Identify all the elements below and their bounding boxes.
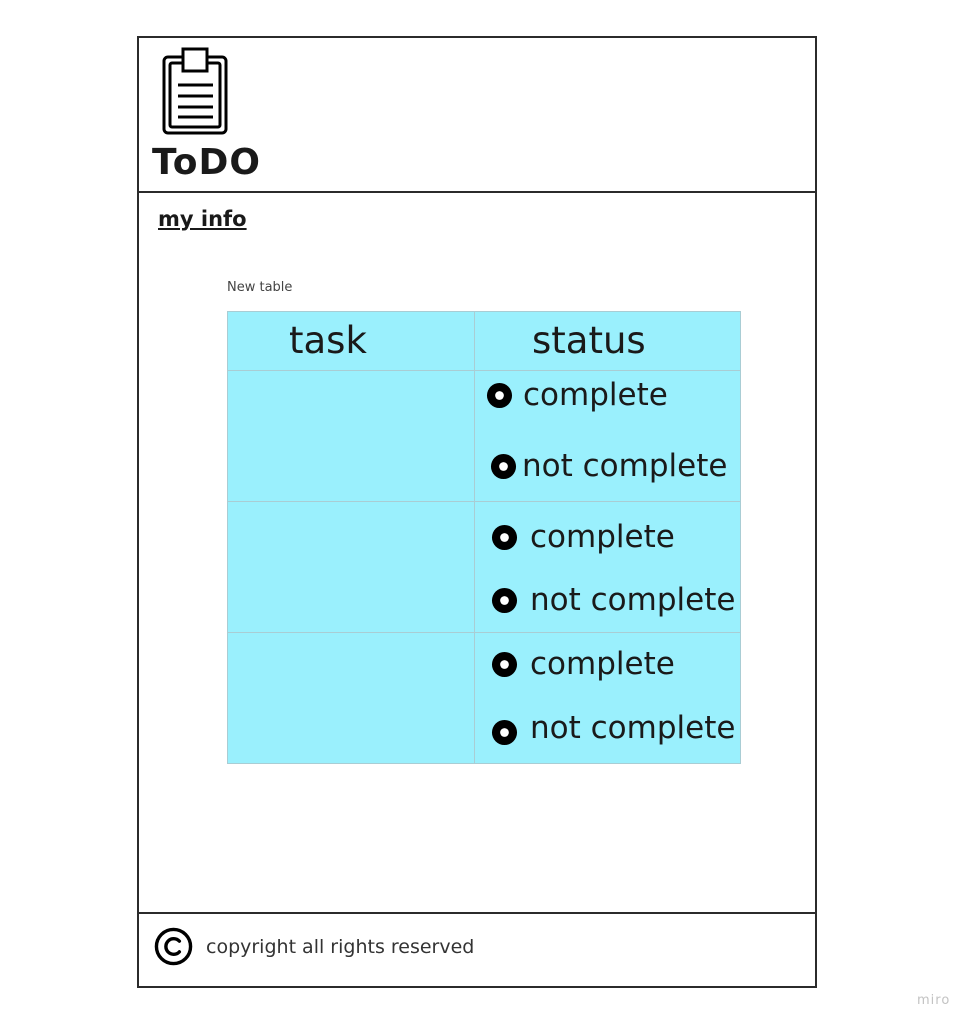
radio-selected-icon[interactable] — [491, 651, 518, 678]
task-cell[interactable] — [227, 370, 475, 502]
status-option-label: not complete — [522, 448, 728, 484]
status-cell: complete not complete — [474, 370, 741, 502]
table-caption: New table — [227, 280, 293, 295]
radio-selected-icon[interactable] — [491, 524, 518, 551]
column-header-status: status — [474, 311, 741, 371]
status-option-complete[interactable]: complete — [486, 377, 668, 413]
my-info-link[interactable]: my info — [158, 207, 247, 231]
status-option-not-complete[interactable]: not complete — [491, 582, 735, 618]
table-row: complete not complete — [227, 501, 741, 633]
app-title: ToDO — [152, 142, 261, 183]
status-option-label: complete — [530, 519, 675, 555]
status-option-label: not complete — [530, 582, 736, 618]
status-option-complete[interactable]: complete — [491, 519, 675, 555]
copyright-text: copyright all rights reserved — [206, 936, 475, 958]
table-row: complete not complete — [227, 370, 741, 502]
status-option-not-complete[interactable]: not complete — [491, 709, 735, 746]
status-option-label: not complete — [530, 709, 736, 746]
radio-selected-icon[interactable] — [491, 587, 518, 614]
status-cell: complete not complete — [474, 632, 741, 764]
table-header-row: task status — [227, 311, 741, 371]
radio-selected-icon[interactable] — [491, 719, 518, 746]
status-option-label: complete — [523, 377, 668, 413]
header-divider — [137, 191, 815, 193]
column-header-task: task — [227, 311, 475, 371]
table-row: complete not complete — [227, 632, 741, 764]
radio-selected-icon[interactable] — [486, 382, 513, 409]
task-cell[interactable] — [227, 501, 475, 633]
status-option-not-complete[interactable]: not complete — [490, 448, 727, 484]
status-cell: complete not complete — [474, 501, 741, 633]
radio-selected-icon[interactable] — [490, 453, 517, 480]
status-option-label: complete — [530, 646, 675, 682]
todo-table: task status complete not complete — [227, 311, 741, 764]
copyright-icon — [154, 927, 193, 966]
task-cell[interactable] — [227, 632, 475, 764]
footer-divider — [137, 912, 817, 914]
clipboard-icon — [162, 47, 228, 135]
status-option-complete[interactable]: complete — [491, 646, 675, 682]
page-frame — [137, 36, 817, 988]
miro-watermark: miro — [917, 993, 951, 1008]
